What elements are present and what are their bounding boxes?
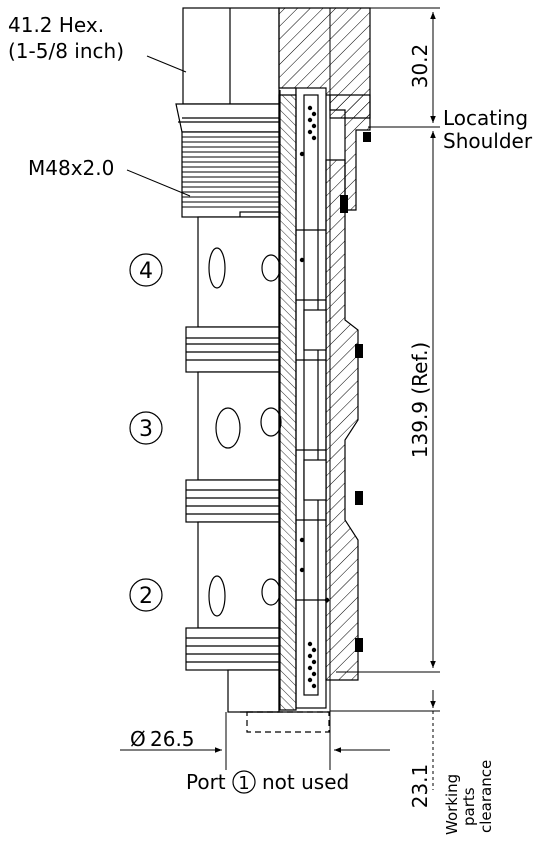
leader-hex: [146, 55, 187, 73]
port-2-circle: [129, 578, 163, 612]
dimension-diameter: 26.5: [150, 727, 195, 751]
port-4-circle: [129, 253, 163, 287]
port-note-number: 1: [238, 773, 249, 794]
seal-rings: [340, 132, 371, 652]
leader-thread: [126, 169, 191, 197]
port-3-number: 3: [139, 417, 153, 442]
hex-callout-line2: (1-5/8 inch): [8, 39, 124, 63]
port-note-suffix: not used: [262, 770, 349, 794]
port-label-4: 4: [129, 253, 163, 287]
port-4-number: 4: [139, 259, 153, 284]
port-1-circle: [232, 770, 256, 794]
valve-external-view: [175, 7, 282, 713]
port-note: Port 1 not used: [186, 770, 349, 794]
hex-callout-line1: 41.2 Hex.: [8, 13, 104, 37]
diameter-symbol: Ø: [130, 727, 146, 751]
springs: [299, 105, 330, 689]
dimension-top: 30.2: [408, 44, 432, 89]
clearance-label-line2: parts: [460, 787, 478, 826]
clearance-label-line3: clearance: [477, 760, 495, 833]
port-3-circle: [129, 411, 163, 445]
port-2-number: 2: [139, 584, 153, 609]
text-layer: 41.2 Hex. (1-5/8 inch) M48x2.0 Locating …: [8, 13, 533, 835]
thread-callout: M48x2.0: [28, 156, 114, 180]
dimension-length: 139.9 (Ref.): [408, 342, 432, 458]
port-note-prefix: Port: [186, 770, 226, 794]
thread-lines: [182, 136, 279, 208]
dimension-bottom: 23.1: [408, 764, 432, 809]
clearance-label-line1: Working: [443, 774, 461, 835]
port-label-2: 2: [129, 578, 163, 612]
shoulder-callout-line1: Locating: [443, 106, 528, 130]
shoulder-callout-line2: Shoulder: [443, 129, 533, 153]
port-label-3: 3: [129, 411, 163, 445]
dimension-lines: [120, 12, 440, 790]
valve-section-view: [240, 7, 371, 733]
